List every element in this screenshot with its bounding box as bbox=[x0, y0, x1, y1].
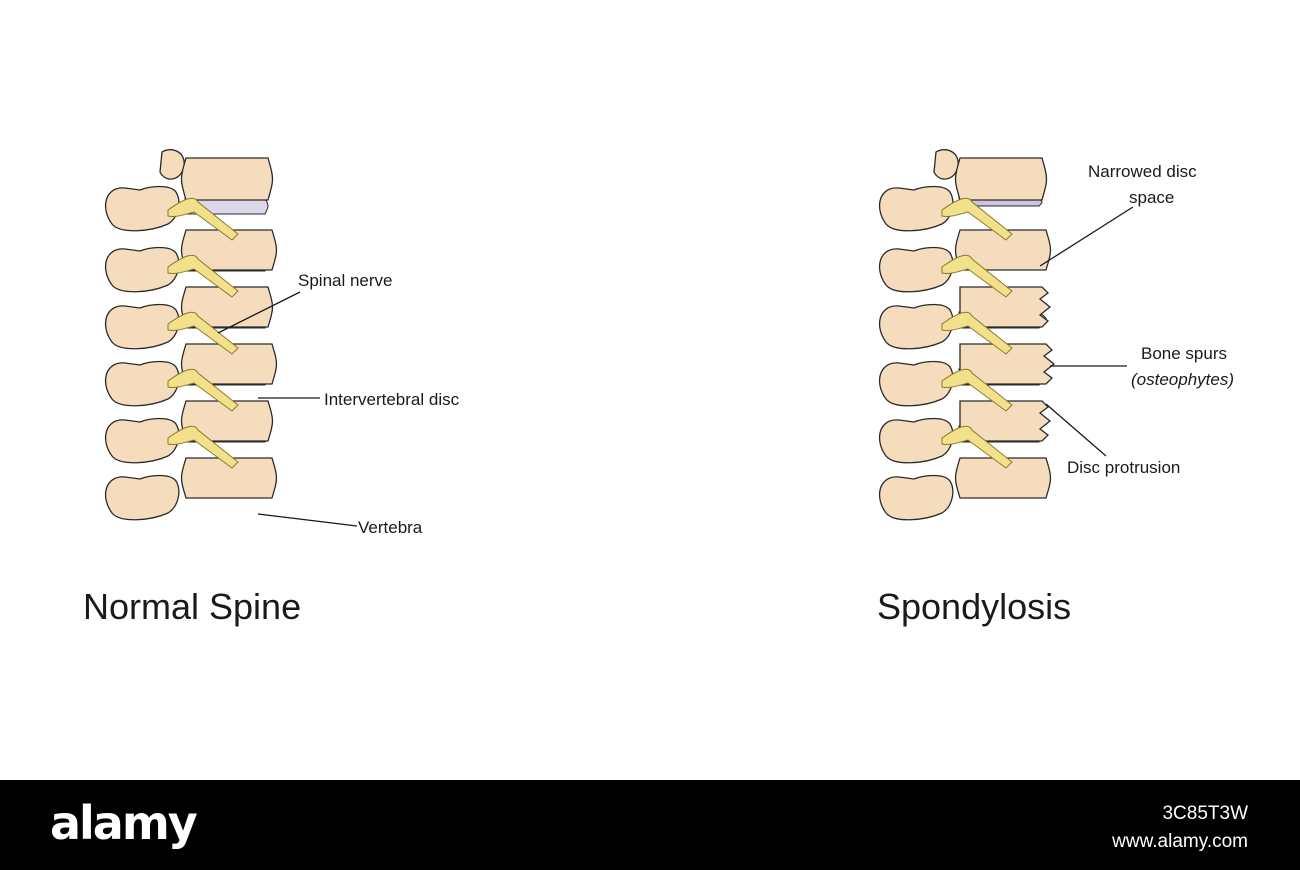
spondylosis-leader-lines bbox=[1039, 206, 1134, 457]
spinous-process-top bbox=[159, 149, 185, 180]
spine-comparison-diagram: Spinal nerve Intervertebral disc Vertebr… bbox=[83, 149, 1234, 627]
spondylosis-spine-illustration bbox=[878, 149, 1056, 521]
vertebral-body bbox=[180, 400, 274, 442]
site-url: www.alamy.com bbox=[1112, 831, 1248, 852]
spinal-nerve bbox=[167, 311, 239, 355]
bone-spurs-label: Bone spurs bbox=[1141, 344, 1227, 363]
alamy-logo: alamy bbox=[50, 796, 198, 850]
vertebral-body bbox=[180, 457, 278, 499]
spinal-nerve-label: Spinal nerve bbox=[298, 271, 393, 290]
intervertebral-disc-label: Intervertebral disc bbox=[324, 390, 460, 409]
watermark-meta: 3C85T3W www.alamy.com bbox=[1112, 800, 1248, 856]
osteophytes-label: (osteophytes) bbox=[1131, 370, 1234, 389]
spinous-process bbox=[878, 474, 954, 521]
spinal-nerve bbox=[941, 197, 1013, 241]
vertebral-body bbox=[954, 457, 1052, 499]
normal-spine-illustration bbox=[104, 149, 278, 521]
spinal-nerve bbox=[941, 254, 1013, 298]
normal-leader-lines bbox=[217, 291, 358, 527]
spinous-process bbox=[104, 246, 180, 293]
disc-protrusion-label: Disc protrusion bbox=[1067, 458, 1180, 477]
spinal-nerve bbox=[941, 425, 1013, 469]
vertebral-body bbox=[180, 229, 278, 271]
narrowed-disc-label-line1: Narrowed disc bbox=[1088, 162, 1197, 181]
spinous-process bbox=[104, 474, 180, 521]
spinous-process bbox=[104, 185, 180, 232]
vertebral-body bbox=[180, 343, 278, 385]
spinous-process bbox=[878, 360, 954, 407]
spinous-process bbox=[878, 246, 954, 293]
disc-protrusion-leader bbox=[1045, 403, 1107, 457]
spinal-nerve bbox=[167, 368, 239, 412]
spinous-process bbox=[104, 303, 180, 350]
vertebra-label: Vertebra bbox=[358, 518, 423, 537]
vertebral-body bbox=[959, 286, 1052, 328]
vertebral-body bbox=[959, 400, 1052, 442]
watermark-bar: alamy 3C85T3W www.alamy.com bbox=[0, 780, 1300, 870]
narrowed-disc-leader bbox=[1039, 206, 1134, 267]
spinal-nerve bbox=[167, 254, 239, 298]
vertebra-leader bbox=[257, 513, 358, 527]
vertebral-body bbox=[954, 229, 1052, 271]
vertebral-body bbox=[180, 157, 274, 201]
spinous-process bbox=[878, 185, 954, 232]
spinous-process bbox=[104, 360, 180, 407]
vertebral-body bbox=[954, 157, 1048, 201]
spondylosis-title: Spondylosis bbox=[877, 586, 1071, 627]
spinous-process bbox=[104, 417, 180, 464]
spinal-nerve bbox=[941, 368, 1013, 412]
spinal-nerve-leader bbox=[217, 291, 301, 334]
spinal-nerve bbox=[167, 197, 239, 241]
narrowed-disc-label-line2: space bbox=[1129, 188, 1174, 207]
vertebral-body bbox=[959, 343, 1056, 385]
spinal-nerve bbox=[167, 425, 239, 469]
spinous-process bbox=[878, 303, 954, 350]
image-id: 3C85T3W bbox=[1162, 803, 1248, 824]
spinous-process-top bbox=[933, 149, 959, 180]
spinal-nerve bbox=[941, 311, 1013, 355]
normal-spine-title: Normal Spine bbox=[83, 586, 301, 627]
spinous-process bbox=[878, 417, 954, 464]
